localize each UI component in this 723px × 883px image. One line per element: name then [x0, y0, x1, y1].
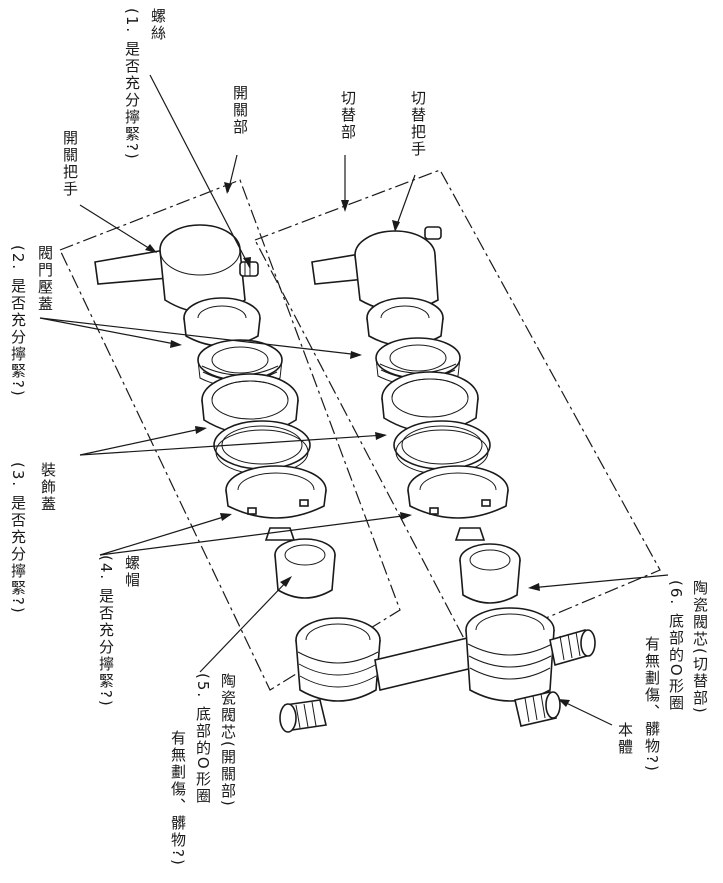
label-ceramic-open-check2: 有無劃傷、髒物?) — [169, 730, 187, 867]
label-nut: 螺帽 — [123, 555, 141, 589]
label-ceramic-switch-check: (6. 底部的O形圈 — [667, 580, 685, 712]
open-close-valve-cover — [197, 339, 283, 389]
switch-body — [465, 607, 596, 727]
open-close-screw — [239, 261, 259, 277]
label-screw: 螺絲 — [149, 8, 167, 42]
switch-nut — [407, 465, 509, 519]
label-ceramic-open-check: (5. 底部的O形圈 — [194, 673, 212, 805]
leader-lines — [39, 74, 669, 726]
label-nut-check: (4. 是否充分擰緊?) — [97, 555, 115, 708]
label-ceramic-open: 陶瓷閥芯(開關部) — [219, 673, 237, 808]
switch-handle — [311, 230, 439, 312]
label-body: 本體 — [616, 722, 634, 756]
label-open-close-part: 開關部 — [231, 85, 249, 136]
label-decor-cover: 裝飾蓋 — [39, 462, 57, 513]
open-close-handle — [94, 224, 246, 314]
label-screw-check: (1. 是否充分擰緊?) — [123, 8, 141, 161]
switch-ceramic-core — [454, 527, 521, 604]
open-close-body — [279, 617, 381, 733]
open-close-cap-ring — [183, 297, 261, 347]
switch-screw — [424, 226, 442, 240]
switch-decor-ring — [381, 371, 479, 433]
open-close-part-box — [59, 179, 401, 691]
switch-decor-cover — [393, 420, 491, 475]
label-valve-cover-check: (2. 是否充分擰緊?) — [9, 245, 27, 398]
label-ceramic-switch-check2: 有無劃傷、髒物?) — [643, 636, 661, 773]
label-open-close-handle: 開關把手 — [61, 130, 79, 198]
label-decor-cover-check: (3. 是否充分擰緊?) — [9, 462, 27, 615]
open-close-decor-ring — [201, 373, 299, 435]
label-switch-handle: 切替把手 — [409, 90, 427, 158]
label-ceramic-switch: 陶瓷閥芯(切替部) — [691, 580, 709, 715]
open-close-ceramic-core — [264, 527, 336, 599]
open-close-nut — [225, 465, 327, 519]
open-close-decor-cover — [213, 420, 311, 475]
switch-part-box — [254, 169, 661, 651]
label-switch-part: 切替部 — [339, 90, 357, 141]
label-valve-cover: 閥門壓蓋 — [36, 245, 54, 313]
